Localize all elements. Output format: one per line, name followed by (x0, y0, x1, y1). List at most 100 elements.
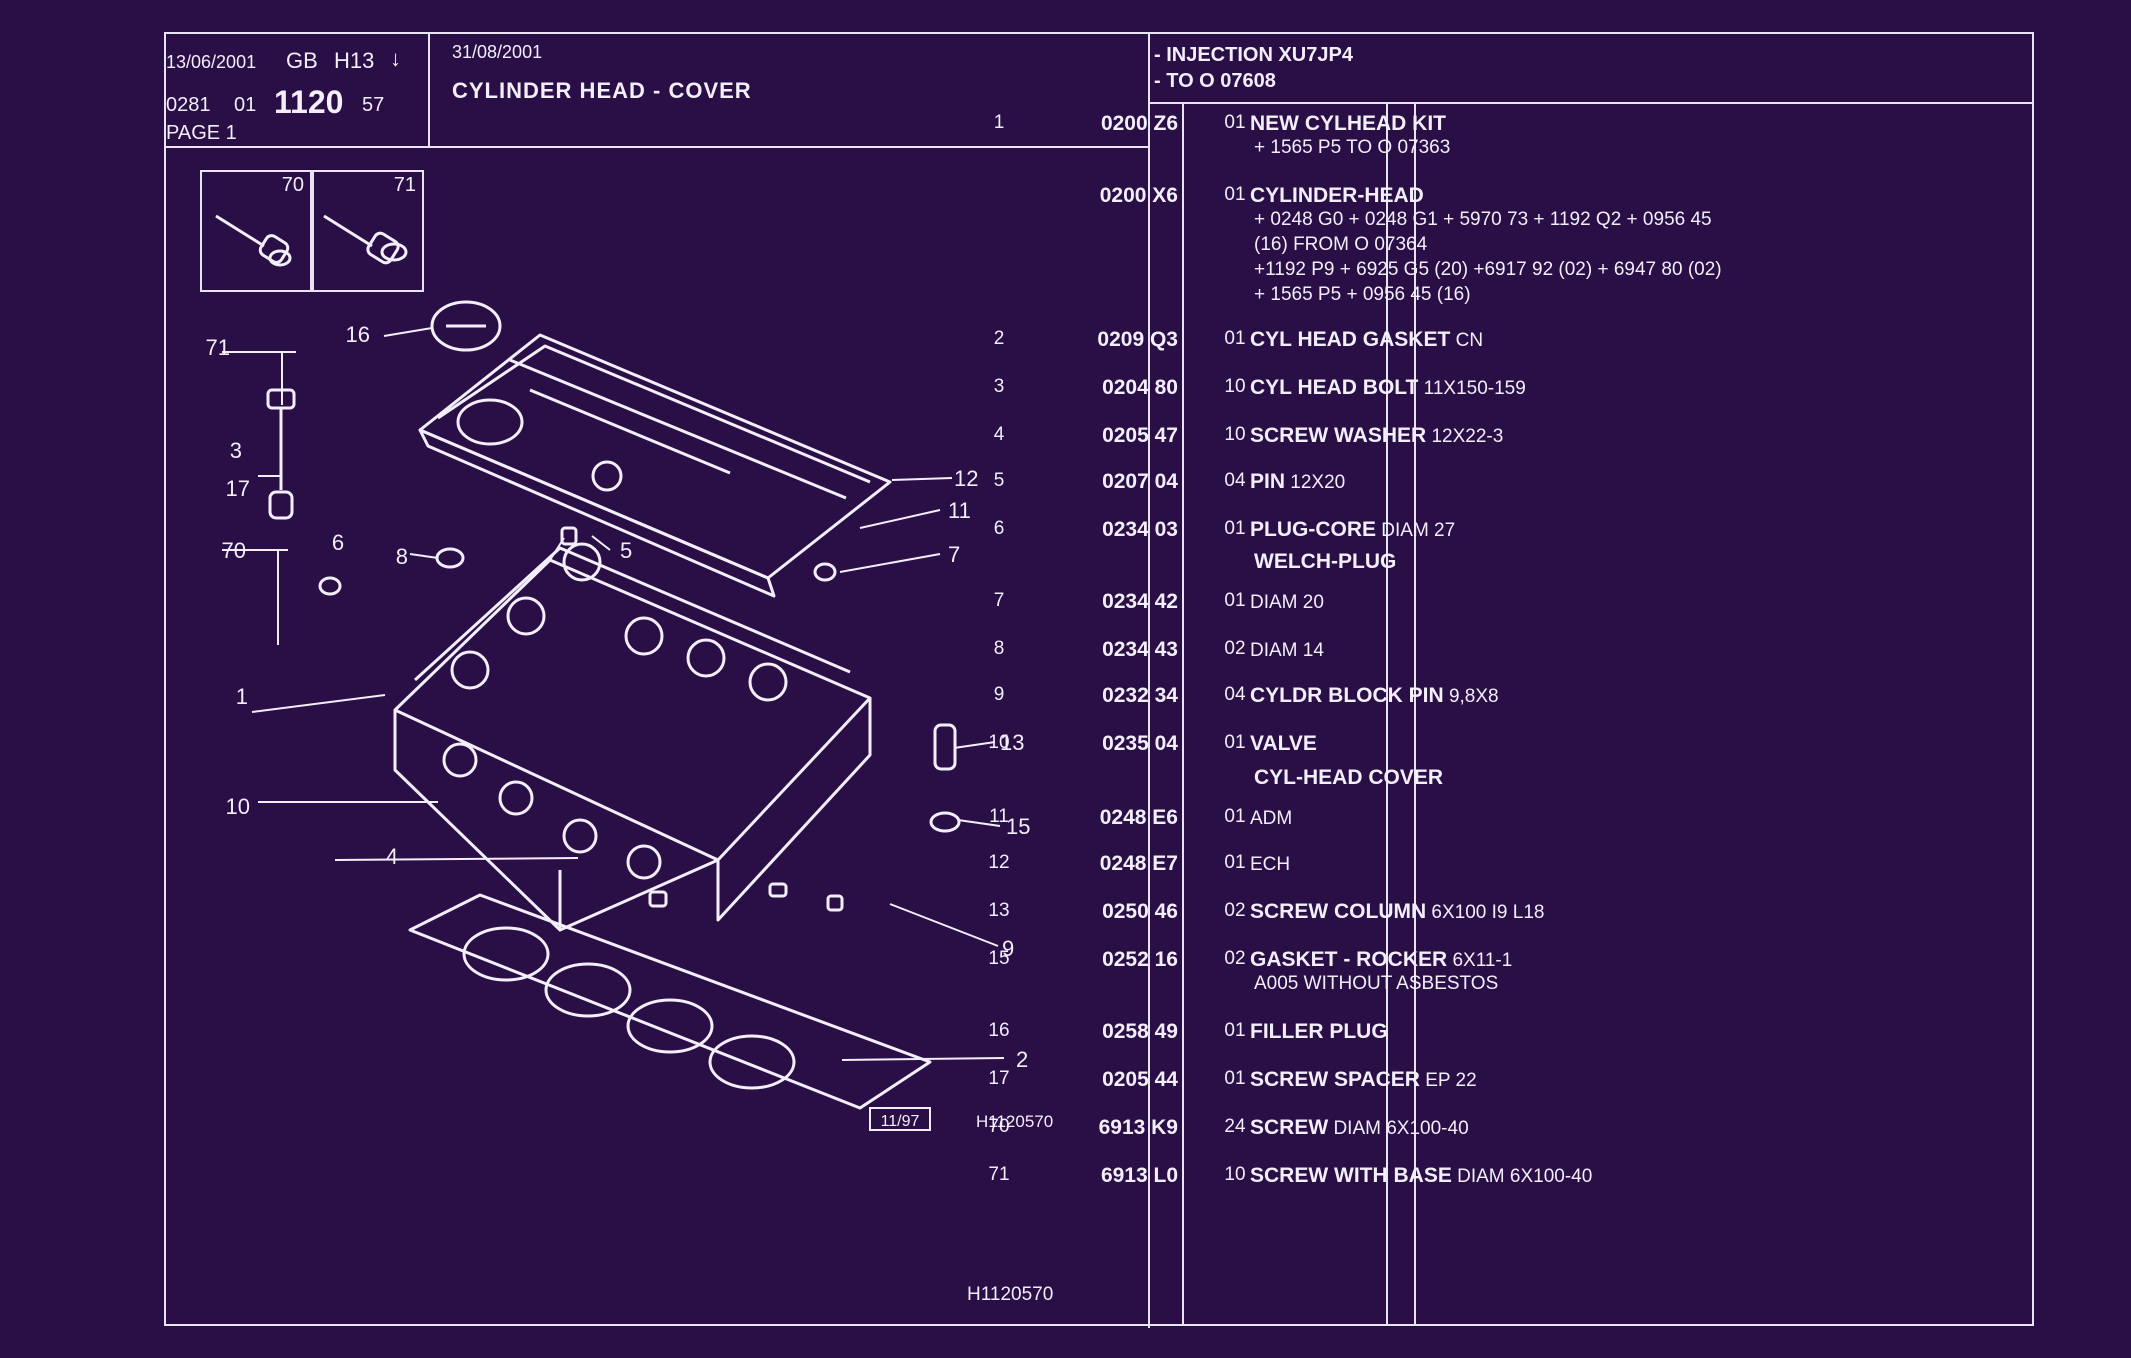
part-group-heading: WELCH-PLUG (1254, 550, 1397, 573)
part-description: DIAM 20 (1250, 590, 1324, 614)
cylinder-head-cover-shape (418, 333, 892, 580)
part-spec: DIAM 20 (1250, 592, 1324, 613)
quantity: 02 (1224, 900, 1246, 921)
callout-3: 3 (230, 438, 242, 463)
part-description: NEW CYLHEAD KIT (1250, 112, 1446, 136)
callout-4: 4 (386, 844, 398, 869)
quantity: 01 (1224, 184, 1246, 205)
part-name: SCREW COLUMN (1250, 900, 1427, 923)
part-name: PIN (1250, 470, 1286, 493)
part-note: A005 WITHOUT ASBESTOS (1254, 973, 1499, 994)
header-engine-box: - INJECTION XU7JP4 - TO O 07608 (1150, 34, 2034, 104)
part-spec: 11X150-159 (1418, 378, 1526, 399)
part-spec: 9,8X8 (1443, 686, 1499, 707)
part-description: SCREW WASHER 12X22-3 (1250, 424, 1503, 448)
part-description: SCREW SPACER EP 22 (1250, 1068, 1477, 1092)
part-spec: 6X100 I9 L18 (1426, 902, 1545, 923)
part-name: GASKET - ROCKER (1250, 948, 1448, 971)
part-description: ADM (1250, 806, 1292, 830)
part-reference: 0209 Q3 (1097, 328, 1178, 351)
quantity: 24 (1224, 1116, 1246, 1137)
language-code: GB (286, 48, 318, 73)
part-name: VALVE (1250, 732, 1317, 755)
part-description: SCREW DIAM 6X100-40 (1250, 1116, 1469, 1140)
part-spec: EP 22 (1419, 1070, 1477, 1091)
part-spec: DIAM 14 (1250, 640, 1324, 661)
page-number: PAGE 1 (166, 122, 237, 144)
part-reference: 0234 03 (1102, 518, 1178, 541)
item-number: 1 (993, 112, 1005, 133)
part-reference: 0258 49 (1102, 1020, 1178, 1043)
part-reference: 0248 E6 (1099, 806, 1178, 829)
quantity: 01 (1224, 732, 1246, 753)
item-number: 6 (993, 518, 1005, 539)
part-spec: ADM (1250, 808, 1293, 829)
part-note: (16) FROM O 07364 (1254, 234, 1428, 255)
callout-17: 17 (226, 476, 250, 501)
part-reference: 0250 46 (1102, 900, 1178, 923)
part-description: DIAM 14 (1250, 638, 1324, 662)
part-reference: 0234 42 (1102, 590, 1178, 613)
thumbnail-screw-70: 70 (200, 170, 312, 292)
callout-8: 8 (396, 544, 408, 569)
callout-2: 2 (1016, 1047, 1028, 1072)
ref-column-line (1386, 104, 1388, 1326)
arrow-down-icon: ↓ (390, 46, 401, 71)
parts-sheet: 13/06/2001 GB H13 ↓ 0281 01 1120 57 PAGE… (164, 32, 2034, 1328)
part-spec: DIAM 6X100-40 (1328, 1118, 1469, 1139)
callout-5: 5 (620, 538, 632, 563)
part-spec: 12X22-3 (1426, 426, 1504, 447)
callout-71: 71 (206, 335, 230, 360)
quantity: 01 (1224, 328, 1246, 349)
callout-6: 6 (332, 530, 344, 555)
quantity: 01 (1224, 518, 1246, 539)
item-number: 70 (988, 1116, 1010, 1137)
part-name: SCREW SPACER (1250, 1068, 1420, 1091)
part-name: SCREW (1250, 1116, 1329, 1139)
engine-line-2: - TO O 07608 (1154, 70, 1276, 92)
exploded-diagram: 71 16 3 17 70 6 8 5 1 10 4 12 11 7 13 15… (206, 300, 1053, 1305)
part-reference: 0205 47 (1102, 424, 1178, 447)
part-spec: ECH (1250, 854, 1291, 875)
part-name: NEW CYLHEAD KIT (1250, 112, 1446, 135)
callout-11: 11 (948, 498, 971, 523)
cylinder-head-shape (393, 558, 872, 862)
part-spec: 6X11-1 (1447, 950, 1513, 971)
part-note: + 1565 P5 TO O 07363 (1254, 137, 1451, 158)
qty-column-line (1414, 104, 1416, 1326)
engine-line-1: - INJECTION XU7JP4 (1154, 44, 1353, 66)
thumbnail-label: 70 (281, 174, 304, 196)
ref-b: 01 (234, 94, 257, 116)
part-reference: 6913 K9 (1098, 1116, 1178, 1139)
page-code: H1120570 (967, 1284, 1053, 1305)
quantity: 10 (1224, 1164, 1246, 1185)
part-spec: CN (1450, 330, 1484, 351)
item-number: 10 (988, 732, 1010, 753)
quantity: 01 (1224, 806, 1246, 827)
part-spec: DIAM 27 (1376, 520, 1456, 541)
head-gasket-shape (408, 893, 932, 1110)
page-title: CYLINDER HEAD - COVER (452, 78, 752, 103)
screw-with-base-icon (323, 214, 408, 265)
part-reference: 0205 44 (1102, 1068, 1178, 1091)
part-reference: 6913 L0 (1100, 1164, 1178, 1187)
item-number: 15 (988, 948, 1010, 969)
ref-a: 0281 (166, 94, 211, 116)
item-number: 12 (988, 852, 1010, 873)
part-description: SCREW WITH BASE DIAM 6X100-40 (1250, 1164, 1592, 1188)
part-note: + 1565 P5 + 0956 45 (16) (1254, 284, 1471, 305)
part-description: VALVE (1250, 732, 1317, 756)
diagram-code: H1120570 (976, 1112, 1053, 1131)
part-description: CYL HEAD BOLT 11X150-159 (1250, 376, 1526, 400)
date-stamp-box (869, 1107, 931, 1131)
quantity: 10 (1224, 376, 1246, 397)
part-description: CYLINDER-HEAD (1250, 184, 1424, 208)
part-description: FILLER PLUG (1250, 1020, 1388, 1044)
item-number: 11 (989, 806, 1009, 827)
item-number: 5 (993, 470, 1005, 491)
part-note: +1192 P9 + 6925 G5 (20) +6917 92 (02) + … (1254, 259, 1722, 280)
item-number: 2 (993, 328, 1005, 349)
screw-icon (215, 214, 292, 267)
part-description: CYLDR BLOCK PIN 9,8X8 (1250, 684, 1499, 708)
part-reference: 0200 X6 (1099, 184, 1178, 207)
